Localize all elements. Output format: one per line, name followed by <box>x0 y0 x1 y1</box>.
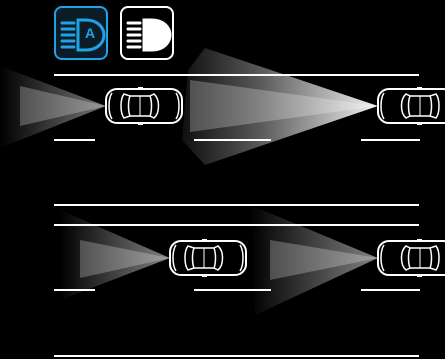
car-right <box>378 239 445 277</box>
car-left <box>170 239 246 277</box>
car-right <box>378 87 445 125</box>
scene-bottom <box>54 205 445 356</box>
scene-top <box>0 48 445 165</box>
car-left <box>106 87 182 125</box>
